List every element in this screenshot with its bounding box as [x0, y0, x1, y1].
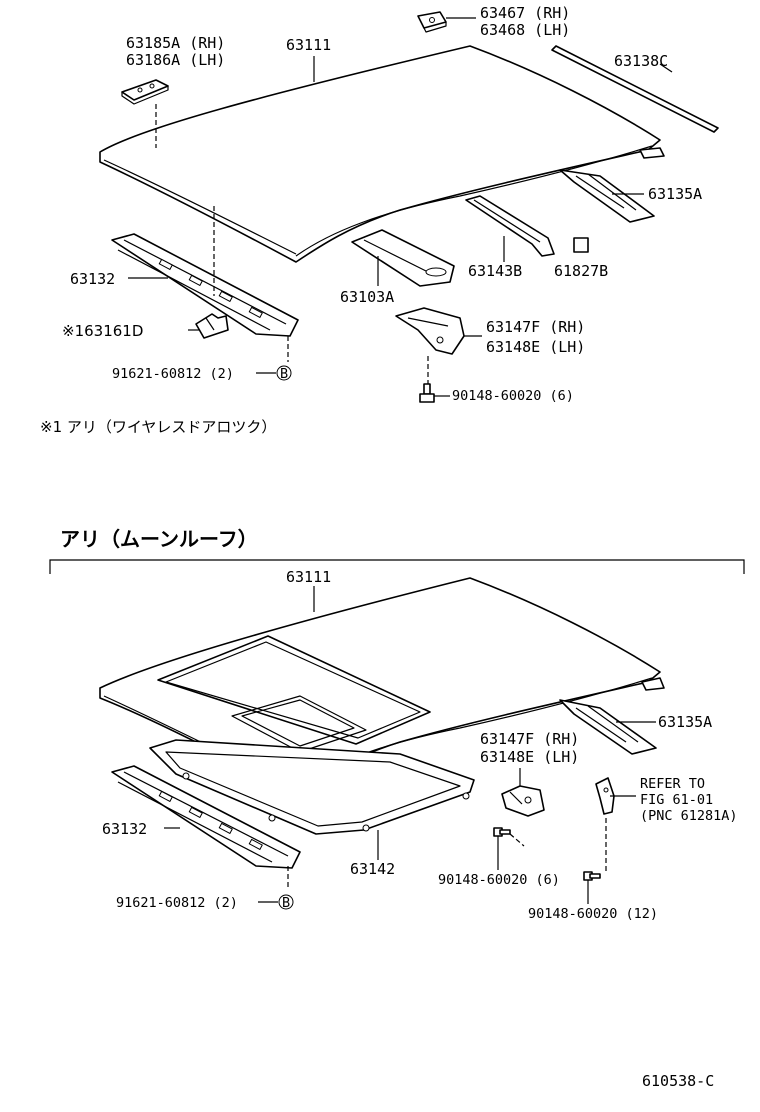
clip-63467 — [417, 11, 447, 33]
bracket-63185a — [121, 79, 169, 105]
document-number: 610538-C — [642, 1072, 714, 1090]
wireless-bracket — [195, 313, 229, 339]
refer-bracket — [595, 777, 615, 815]
label-63468: 63468 (LH) — [480, 21, 570, 39]
center-bow — [351, 229, 455, 287]
front-rail — [111, 233, 299, 337]
bolt-icon — [419, 383, 435, 403]
lower-moonroof-assembly: アリ（ムーンルーフ） — [49, 527, 745, 922]
roof-panel — [99, 45, 661, 263]
label-90148-12: 90148-60020 (12) — [528, 906, 658, 922]
label-63467: 63467 (RH) — [480, 4, 570, 22]
b-marker-icon — [276, 365, 292, 381]
label-63132-lower: 63132 — [102, 820, 147, 838]
label-63185a: 63185A (RH) — [126, 34, 225, 52]
moonroof-bracket-63147f — [501, 785, 545, 817]
label-63111-upper: 63111 — [286, 36, 331, 54]
label-refer-fig: FIG 61-01 — [640, 792, 713, 808]
label-63103a: 63103A — [340, 288, 394, 306]
pad-61827b — [573, 237, 589, 253]
label-63147f-upper: 63147F (RH) — [486, 318, 585, 336]
b-marker-icon — [278, 894, 294, 910]
bow-reinforcement — [465, 195, 555, 257]
label-90148-6: 90148-60020 (6) — [438, 872, 560, 888]
dash-line — [509, 833, 525, 847]
label-63148e-lower: 63148E (LH) — [480, 748, 579, 766]
label-63143b: 63143B — [468, 262, 522, 280]
footnote-wireless: ※1 アリ（ワイヤレスドアロツク） — [40, 418, 276, 436]
leader-line — [659, 63, 673, 73]
upper-roof-assembly: B 63185A (RH) 63186A (LH) 63111 63467 (R… — [40, 4, 719, 436]
bolt-icon — [493, 827, 511, 837]
label-91621-upper: 91621-60812 (2) — [112, 366, 234, 382]
bracket-63147f — [395, 307, 465, 355]
moonroof-reinforcement — [149, 739, 475, 835]
bolt-icon — [583, 871, 601, 881]
roof-molding — [551, 45, 719, 133]
b-marker-label: B — [280, 366, 288, 382]
label-refer-to: REFER TO — [640, 776, 705, 792]
label-63135a-lower: 63135A — [658, 713, 712, 731]
section-bracket — [49, 559, 745, 574]
label-63138c: 63138C — [614, 52, 668, 70]
moonroof-heading: アリ（ムーンルーフ） — [60, 527, 258, 551]
label-63111-lower: 63111 — [286, 568, 331, 586]
label-63135a-upper: 63135A — [648, 185, 702, 203]
label-90148-upper: 90148-60020 (6) — [452, 388, 574, 404]
b-marker-label: B — [282, 895, 290, 911]
label-63148e-upper: 63148E (LH) — [486, 338, 585, 356]
moonroof-rear-rail — [559, 699, 657, 755]
moonroof-front-rail — [111, 765, 301, 869]
label-61827b: 61827B — [554, 262, 608, 280]
label-63147f-lower: 63147F (RH) — [480, 730, 579, 748]
label-63186a: 63186A (LH) — [126, 51, 225, 69]
rear-rail — [559, 147, 665, 223]
label-63161d: ※163161D — [62, 322, 143, 340]
label-63132-upper: 63132 — [70, 270, 115, 288]
label-refer-pnc: (PNC 61281A) — [640, 808, 738, 824]
label-63142: 63142 — [350, 860, 395, 878]
label-91621-lower: 91621-60812 (2) — [116, 895, 238, 911]
